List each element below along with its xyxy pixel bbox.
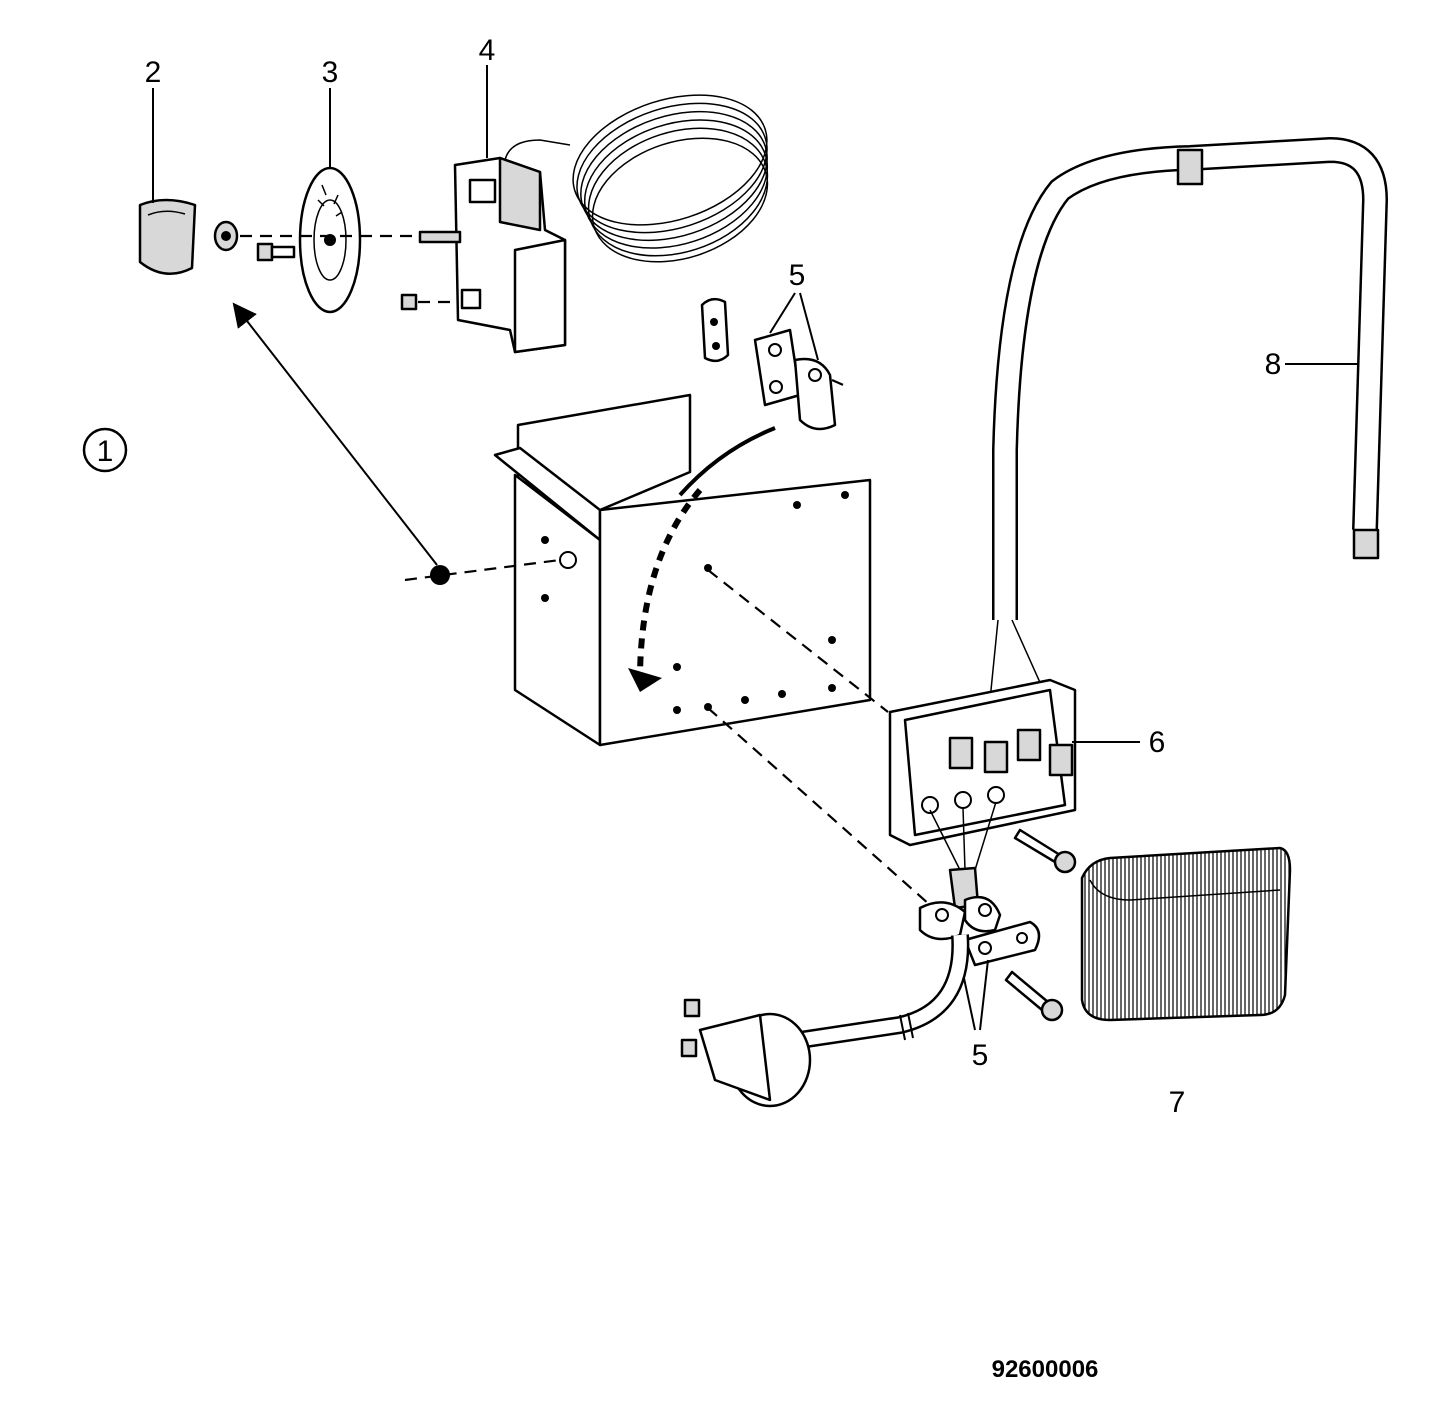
leader-item-5-bottom-b xyxy=(979,959,989,1031)
grommet-part xyxy=(430,565,450,585)
view-number-badge: 1 xyxy=(82,427,128,473)
callout-3: 3 xyxy=(322,56,339,89)
callout-6: 6 xyxy=(1149,726,1166,759)
grommet-axis-line xyxy=(404,558,561,582)
leader-item-5-top-a xyxy=(769,292,796,334)
lower-cable-clamps xyxy=(918,866,1041,967)
callout-2: 2 xyxy=(145,56,162,89)
drawing-number: 92600006 xyxy=(992,1356,1099,1383)
mounting-bracket xyxy=(493,393,872,747)
mains-cable xyxy=(987,136,1389,746)
plug-cable xyxy=(798,934,970,1049)
thermostat-part xyxy=(400,156,567,354)
cable-clamp-strip xyxy=(700,297,730,363)
grommet-relocation-arrow xyxy=(232,302,438,566)
scale-dial-part xyxy=(298,166,362,314)
capillary-coil xyxy=(504,94,769,263)
terminal-axis-line xyxy=(707,569,889,713)
terminal-block-part xyxy=(888,678,1077,871)
callout-7: 7 xyxy=(1169,1086,1186,1119)
callout-8: 8 xyxy=(1265,348,1282,381)
terminal-screw xyxy=(1013,828,1077,874)
callout-5-bottom: 5 xyxy=(972,1039,989,1072)
clamp-axis-line xyxy=(707,707,931,906)
knob-part xyxy=(138,198,197,275)
cover-box-part xyxy=(1080,846,1292,1022)
callout-4: 4 xyxy=(479,34,496,67)
cable-clamp-double xyxy=(753,328,851,431)
mains-plug-part xyxy=(680,998,812,1108)
washer-part xyxy=(213,220,239,252)
leader-item-5-top-b xyxy=(799,292,819,361)
view-number: 1 xyxy=(97,435,114,468)
callout-5-top: 5 xyxy=(789,259,806,292)
small-screw-part xyxy=(256,242,296,262)
clamp-screw xyxy=(1004,970,1064,1022)
